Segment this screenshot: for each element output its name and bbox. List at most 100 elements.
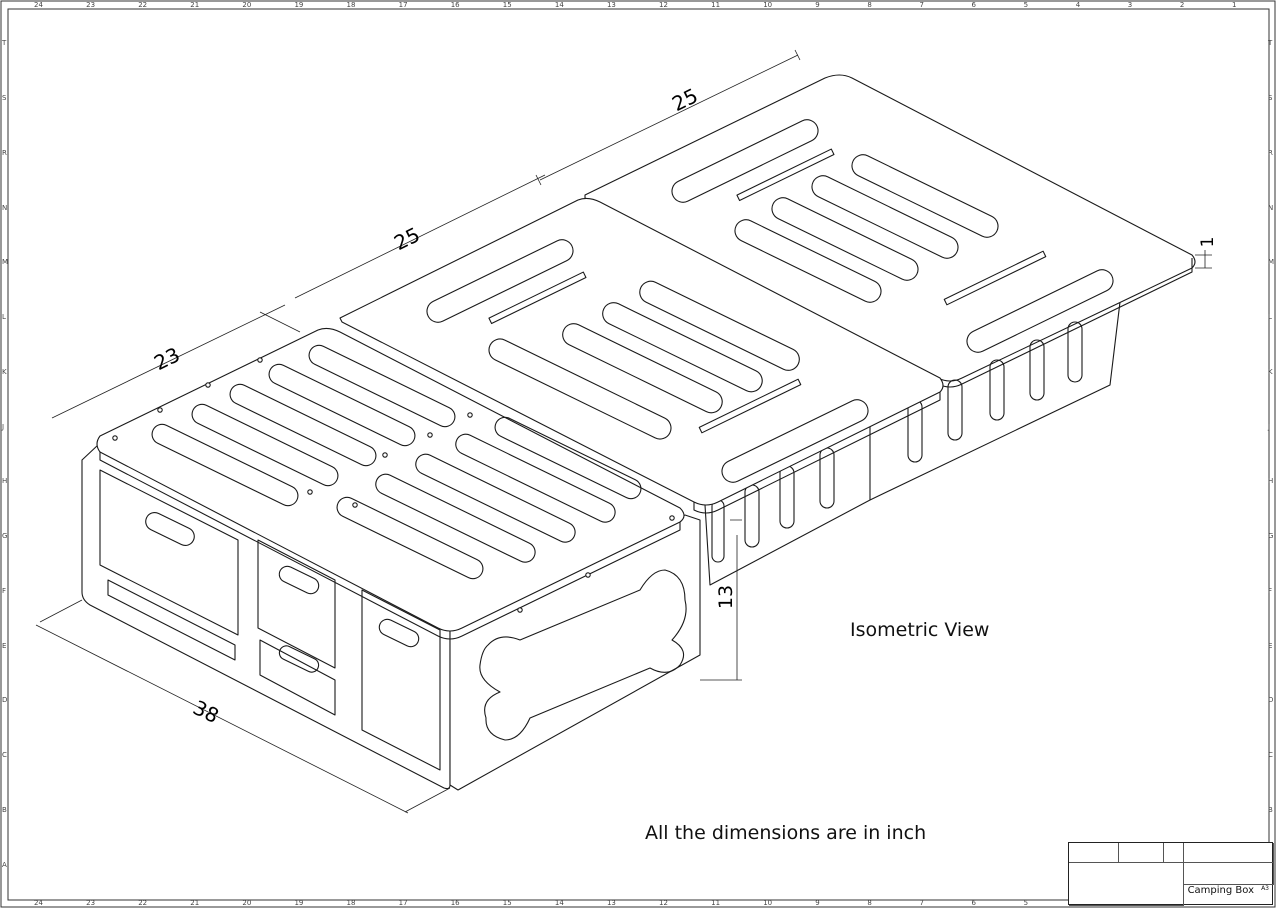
border-row-label: T	[2, 39, 7, 48]
border-row-label: D	[1268, 696, 1274, 705]
border-column-label: 8	[867, 1, 872, 9]
dim-front-lid-depth: 23	[150, 342, 183, 375]
border-column-label: 3	[1127, 1, 1133, 9]
border-row-label: K	[1268, 367, 1273, 376]
isometric-camping-box	[81, 74, 1196, 791]
border-column-label: 6	[971, 1, 976, 9]
dimension-lines	[35, 49, 1212, 814]
border-row-label: D	[2, 696, 8, 705]
border-column-label: 14	[554, 899, 564, 907]
border-row-label: G	[1268, 532, 1274, 541]
border-row-label: H	[1268, 477, 1274, 486]
border-column-label: 23	[86, 899, 96, 907]
border-column-label: 10	[763, 899, 773, 907]
border-column-label: 20	[242, 1, 252, 9]
border-column-label: 7	[919, 1, 924, 9]
border-column-label: 22	[138, 899, 148, 907]
back-lid	[584, 74, 1196, 501]
border-column-label: 7	[919, 899, 924, 907]
border-column-label: 1	[1231, 1, 1237, 9]
border-row-label: S	[2, 94, 7, 103]
units-note: All the dimensions are in inch	[645, 822, 927, 844]
border-column-label: 20	[242, 899, 252, 907]
border-column-label: 13	[606, 899, 616, 907]
dim-lid-thickness: 1	[1198, 237, 1218, 248]
tb-cell	[1184, 843, 1274, 863]
border-column-label: 19	[294, 1, 304, 9]
tb-cell	[1119, 843, 1164, 863]
border-column-label: 17	[398, 899, 408, 907]
border-row-label: M	[2, 258, 9, 267]
border-row-label: E	[1268, 641, 1273, 650]
border-row-label: E	[2, 641, 7, 650]
border-column-label: 16	[450, 899, 460, 907]
border-row-label: N	[1268, 203, 1274, 212]
front-box-body	[81, 444, 701, 791]
border-column-label: 15	[502, 899, 512, 907]
border-row-label: C	[1268, 751, 1273, 760]
border-column-label: 12	[659, 899, 668, 907]
border-column-label: 23	[86, 1, 96, 9]
border-row-label: T	[1268, 39, 1273, 48]
border-column-label: 11	[711, 899, 721, 907]
border-column-label: 8	[867, 899, 872, 907]
border-column-label: 10	[763, 1, 773, 9]
border-row-label: R	[2, 148, 7, 157]
border-column-label: 9	[815, 1, 820, 9]
border-row-label: C	[2, 751, 7, 760]
title-block: Camping Box A3	[1068, 842, 1274, 906]
title-block-sheet-size: A3	[1261, 885, 1269, 892]
title-block-drawing-name: Camping Box	[1187, 885, 1254, 896]
dim-top-lid-width: 25	[668, 83, 701, 116]
inner-frame	[7, 8, 1270, 901]
border-column-label: 15	[502, 1, 512, 9]
border-column-label: 19	[294, 899, 304, 907]
border-column-label: 12	[659, 1, 668, 9]
view-label: Isometric View	[850, 619, 990, 641]
tb-cell	[1069, 843, 1119, 863]
tb-cell	[1069, 863, 1184, 906]
border-row-label: G	[2, 532, 8, 541]
border-row-label: F	[1268, 586, 1273, 595]
border-column-label: 9	[815, 899, 820, 907]
front-lid	[96, 327, 685, 640]
border-row-label: B	[1268, 805, 1273, 814]
border-column-label: 21	[190, 1, 200, 9]
border-row-label: F	[2, 586, 7, 595]
border-column-label: 22	[138, 1, 148, 9]
dim-box-length: 38	[189, 695, 222, 728]
border-column-label: 4	[1075, 1, 1081, 9]
border-row-label: J	[2, 422, 5, 431]
border-column-label: 5	[1023, 899, 1029, 907]
border-row-label: A	[2, 860, 7, 869]
border-row-label: L	[1268, 313, 1272, 322]
border-column-label: 5	[1023, 1, 1029, 9]
border-column-label: 17	[398, 1, 408, 9]
border-column-label: 6	[971, 899, 976, 907]
tb-cell	[1164, 843, 1184, 863]
border-column-label: 13	[606, 1, 616, 9]
border-column-label: 24	[34, 1, 43, 9]
border-row-label: R	[1268, 148, 1273, 157]
border-column-label: 18	[346, 1, 356, 9]
border-column-label: 2	[1179, 1, 1185, 9]
border-column-label: 24	[34, 899, 43, 907]
border-row-label: L	[2, 313, 6, 322]
border-row-label: B	[2, 805, 7, 814]
border-column-label: 11	[711, 1, 721, 9]
border-column-label: 14	[554, 1, 564, 9]
border-row-label: M	[1268, 258, 1275, 267]
middle-lid	[339, 197, 944, 586]
border-column-label: 16	[450, 1, 460, 9]
border-row-label: J	[1268, 422, 1271, 431]
dim-middle-lid-width: 25	[390, 222, 423, 255]
border-row-label: K	[2, 367, 7, 376]
border-row-label: S	[1268, 94, 1273, 103]
border-column-label: 21	[190, 899, 200, 907]
border-row-label: H	[2, 477, 8, 486]
dim-box-height: 13	[715, 585, 737, 609]
border-column-label: 18	[346, 899, 356, 907]
border-row-label: N	[2, 203, 8, 212]
